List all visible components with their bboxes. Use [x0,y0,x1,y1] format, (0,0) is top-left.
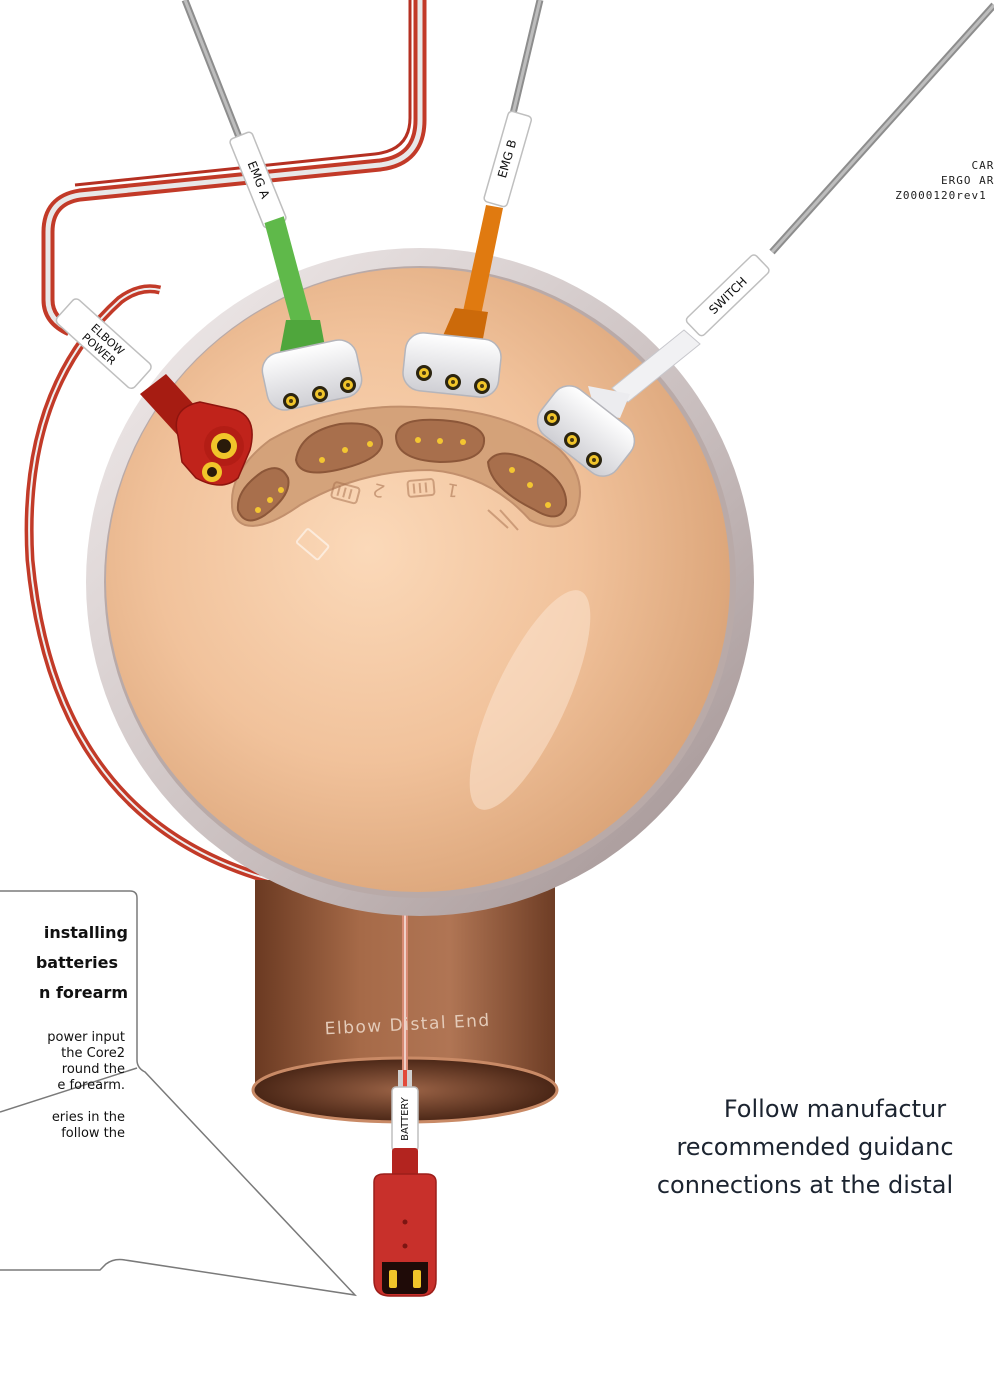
callout-body-line: e forearm. [0,1078,125,1094]
callout-body-line: the Core2 [0,1046,125,1062]
guidance-line: Follow manufactur [625,1090,994,1128]
callout-title: installing batteries n forearm [0,918,128,1008]
card-meta-line3: Z0000120rev1 M [895,188,994,203]
callout-body: power input the Core2 round the e forear… [0,1030,125,1158]
callout-title-line: n forearm [0,978,128,1008]
callout-body-line: follow the [0,1126,125,1142]
callout-title-line: batteries [0,948,118,978]
guidance-line: recommended guidanc [585,1128,994,1166]
card-meta: CARD ERGO ARM Z0000120rev1 M [895,158,994,203]
battery-connector[interactable] [374,1148,436,1296]
emg-b-label-sleeve: EMG B [483,110,532,207]
battery-label: BATTERY [400,1096,411,1141]
card-meta-line1: CARD [895,158,994,173]
battery-label-sleeve: BATTERY [392,1087,418,1151]
callout-title-line: installing [0,918,128,948]
connector-slot[interactable] [396,420,484,462]
callout-body-line: round the [0,1062,125,1078]
guidance-line: connections at the distal [565,1166,994,1204]
callout-body-line: power input [0,1030,125,1046]
emg-b-cable [512,0,540,118]
switch-label-sleeve: SWITCH [685,253,771,337]
guidance-text: Follow manufactur recommended guidanc co… [585,1090,994,1204]
callout-body-line: eries in the [0,1110,125,1126]
switch-cable [772,5,994,252]
card-meta-line2: ERGO ARM [895,173,994,188]
